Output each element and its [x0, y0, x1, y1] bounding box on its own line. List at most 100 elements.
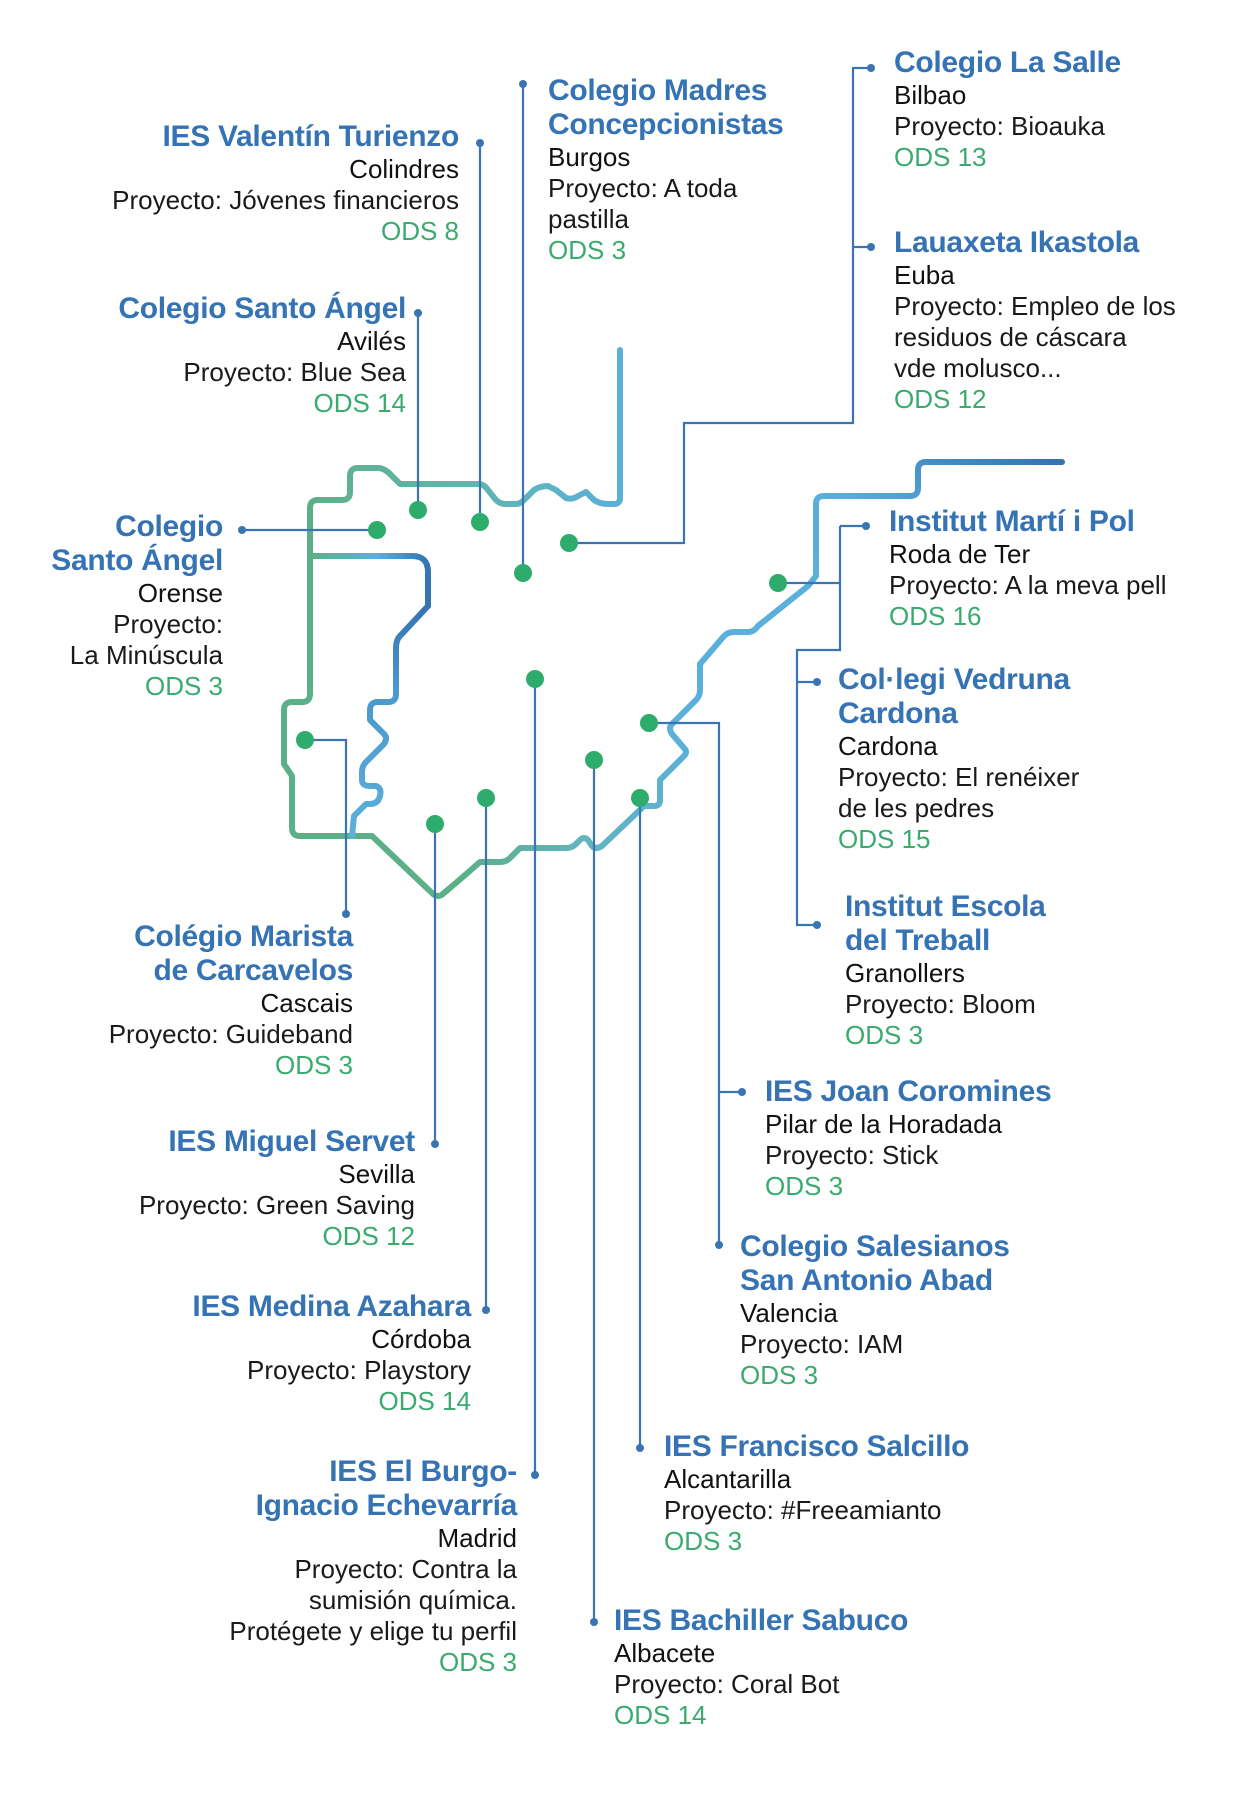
- school-name: IES Francisco Salcillo: [664, 1430, 970, 1463]
- school-card-salesianos: Colegio Salesianos San Antonio Abad Vale…: [740, 1230, 1010, 1391]
- location-dot-orense: [368, 521, 386, 539]
- school-ods: ODS 3: [664, 1526, 743, 1556]
- school-ods: ODS 3: [274, 1050, 353, 1080]
- school-ods: ODS 3: [438, 1647, 517, 1677]
- location-dot-aviles: [409, 501, 427, 519]
- school-name: IES Valentín Turienzo: [162, 120, 459, 153]
- school-project: Proyecto: Stick: [765, 1140, 939, 1170]
- school-ods: ODS 14: [313, 388, 407, 418]
- school-card-valentin-turienzo: IES Valentín Turienzo Colindres Proyecto…: [112, 120, 459, 247]
- end-dot: [238, 526, 246, 534]
- school-project: Proyecto: A toda pastilla: [548, 173, 738, 234]
- location-dot-burgos: [514, 564, 532, 582]
- school-name: IES Joan Coromines: [765, 1075, 1052, 1108]
- school-ods: ODS 14: [378, 1386, 472, 1416]
- school-card-vedruna-cardona: Col·legi Vedruna Cardona Cardona Proyect…: [838, 663, 1079, 855]
- end-dot: [476, 139, 484, 147]
- school-city: Alcantarilla: [664, 1464, 792, 1494]
- school-card-medina-azahara: IES Medina Azahara Córdoba Proyecto: Pla…: [192, 1290, 471, 1417]
- school-ods: ODS 3: [144, 671, 223, 701]
- end-dot: [867, 64, 875, 72]
- location-dot-bilbao: [560, 534, 578, 552]
- school-city: Pilar de la Horadada: [765, 1109, 1003, 1139]
- location-dot-cascais: [296, 731, 314, 749]
- school-city: Burgos: [548, 142, 631, 172]
- school-city: Avilés: [337, 326, 406, 356]
- school-card-lauaxeta: Lauaxeta Ikastola Euba Proyecto: Empleo …: [894, 226, 1176, 415]
- school-name: IES Bachiller Sabuco: [614, 1604, 909, 1637]
- location-dot-cordoba: [477, 789, 495, 807]
- school-name: Col·legi Vedruna Cardona: [838, 663, 1070, 730]
- school-city: Valencia: [740, 1298, 838, 1328]
- school-name: Colegio Madres Concepcionistas: [548, 74, 784, 141]
- school-card-el-burgo: IES El Burgo- Ignacio Echevarría Madrid …: [229, 1455, 517, 1678]
- end-dot: [715, 1241, 723, 1249]
- portugal-border-lower: [349, 603, 431, 839]
- school-city: Granollers: [845, 958, 965, 988]
- end-dot: [342, 910, 350, 918]
- school-name: Colegio Santo Ángel: [118, 292, 406, 325]
- school-card-escola-treball: Institut Escola del Treball Granollers P…: [845, 890, 1046, 1051]
- school-city: Euba: [894, 260, 955, 290]
- end-dot: [867, 243, 875, 251]
- school-ods: ODS 15: [838, 824, 931, 854]
- school-project: Proyecto: A la meva pell: [889, 570, 1167, 600]
- school-project: Proyecto: Coral Bot: [614, 1669, 840, 1699]
- school-ods: ODS 12: [894, 384, 987, 414]
- school-ods: ODS 3: [765, 1171, 844, 1201]
- end-dot: [414, 309, 422, 317]
- connector-cascais: [305, 738, 348, 914]
- end-dot: [813, 678, 821, 686]
- school-project: Proyecto: La Minúscula: [69, 609, 223, 670]
- school-ods: ODS 12: [322, 1221, 416, 1251]
- school-name: Colegio La Salle: [894, 46, 1121, 79]
- school-name: Institut Martí i Pol: [889, 505, 1135, 538]
- end-dot: [519, 80, 527, 88]
- location-dot-albacete: [585, 751, 603, 769]
- school-name: Institut Escola del Treball: [845, 890, 1046, 957]
- school-card-santo-angel-orense: Colegio Santo Ángel Orense Proyecto: La …: [51, 510, 223, 702]
- school-city: Sevilla: [338, 1159, 415, 1189]
- school-ods: ODS 3: [740, 1360, 819, 1390]
- connector-lines: [242, 66, 871, 1622]
- school-city: Colindres: [349, 154, 459, 184]
- north-coast-line: [307, 347, 623, 523]
- south-coast-line: [461, 661, 703, 879]
- school-card-bachiller-sabuco: IES Bachiller Sabuco Albacete Proyecto: …: [614, 1604, 908, 1731]
- end-dot: [636, 1444, 644, 1452]
- location-dot-valencia: [640, 714, 658, 732]
- connector-roda: [778, 524, 866, 927]
- school-project: Proyecto: Guideband: [108, 1019, 353, 1049]
- school-name: IES El Burgo- Ignacio Echevarría: [255, 1455, 518, 1522]
- school-name: IES Miguel Servet: [168, 1125, 415, 1158]
- end-dot: [590, 1618, 598, 1626]
- school-city: Bilbao: [894, 80, 967, 110]
- school-city: Orense: [137, 578, 223, 608]
- school-card-marti-i-pol: Institut Martí i Pol Roda de Ter Proyect…: [889, 505, 1166, 632]
- school-project: Proyecto: Empleo de los residuos de cásc…: [894, 291, 1176, 383]
- school-city: Roda de Ter: [889, 539, 1031, 569]
- school-name: Lauaxeta Ikastola: [894, 226, 1140, 259]
- school-name: Colegio Santo Ángel: [51, 510, 223, 577]
- location-dot-madrid: [526, 670, 544, 688]
- school-city: Córdoba: [371, 1324, 471, 1354]
- school-city: Madrid: [437, 1523, 517, 1553]
- school-card-joan-coromines: IES Joan Coromines Pilar de la Horadada …: [765, 1075, 1052, 1202]
- connector-end-dots: [238, 64, 875, 1626]
- school-card-marista-carcavelos: Colégio Marista de Carcavelos Cascais Pr…: [108, 920, 354, 1081]
- school-name: Colegio Salesianos San Antonio Abad: [740, 1230, 1010, 1297]
- school-ods: ODS 14: [614, 1700, 707, 1730]
- end-dot: [482, 1306, 490, 1314]
- school-project: Proyecto: Contra la sumisión química. Pr…: [229, 1554, 517, 1646]
- location-dot-sevilla: [426, 815, 444, 833]
- location-dot-roda: [769, 574, 787, 592]
- school-card-miguel-servet: IES Miguel Servet Sevilla Proyecto: Gree…: [139, 1125, 415, 1252]
- school-project: Proyecto: Bioauka: [894, 111, 1106, 141]
- end-dot: [738, 1088, 746, 1096]
- school-city: Cardona: [838, 731, 938, 761]
- school-project: Proyecto: El renéixer de les pedres: [838, 762, 1080, 823]
- end-dot: [531, 1471, 539, 1479]
- end-dot: [431, 1140, 439, 1148]
- portugal-border-line: [309, 553, 431, 609]
